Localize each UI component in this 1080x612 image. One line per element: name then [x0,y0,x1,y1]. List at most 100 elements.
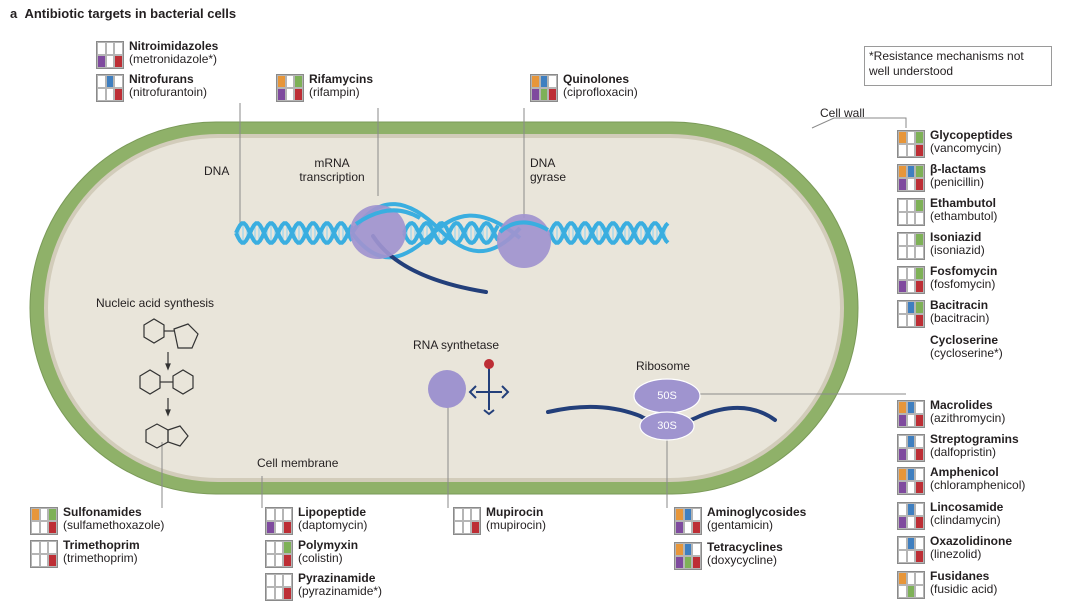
resistance-cell [915,178,924,191]
resistance-cell [906,550,916,563]
panel-title: a Antibiotic targets in bacterial cells [10,6,236,21]
resistance-grid [897,467,925,495]
resistance-grid [897,266,925,294]
resistance-cell [906,267,916,280]
resistance-cell [915,572,924,585]
resistance-cell [266,574,275,587]
resistance-cell [906,199,916,212]
resistance-cell [539,75,549,88]
drug-example: (vancomycin) [930,141,1002,155]
resistance-cell [915,199,924,212]
nucleic-acid-structures [139,318,199,449]
drug-name: β-lactams [930,162,987,176]
resistance-cell [898,178,907,191]
dna-gyrase-label: DNA gyrase [530,156,566,184]
drug-name: Pyrazinamide [298,571,376,585]
resistance-grid [530,74,558,102]
drug-entry: Mupirocin(mupirocin) [453,506,546,535]
drug-name: Cycloserine [930,333,999,347]
drug-name: Quinolones [563,72,629,86]
resistance-cell [906,246,916,259]
resistance-cell [915,516,924,529]
resistance-cell [277,88,286,101]
drug-entry: Lincosamide(clindamycin) [897,501,1003,530]
resistance-cell [915,401,924,414]
resistance-cell [898,435,907,448]
drug-name: Sulfonamides [63,505,142,519]
resistance-cell [915,165,924,178]
resistance-cell [898,516,907,529]
resistance-cell [915,468,924,481]
drug-entry: Rifamycins(rifampin) [276,73,373,102]
resistance-cell [683,508,693,521]
resistance-grid [265,507,293,535]
drug-example: (cycloserine*) [930,346,1003,360]
resistance-cell [898,144,907,157]
resistance-cell [294,75,303,88]
gyrase-label-line2: gyrase [530,170,567,184]
resistance-cell [915,585,924,598]
drug-example: (trimethoprim) [63,551,138,565]
panel-letter: a [10,6,18,21]
resistance-cell [48,508,57,521]
resistance-cell [898,280,907,293]
resistance-cell [283,587,292,600]
drug-name: Rifamycins [309,72,374,86]
resistance-cell [915,301,924,314]
resistance-cell [906,585,916,598]
drug-name: Amphenicol [930,465,999,479]
resistance-cell [898,448,907,461]
resistance-cell [906,165,916,178]
resistance-cell [898,199,907,212]
drug-example: (pyrazinamide*) [298,584,383,598]
resistance-cell [266,541,275,554]
resistance-cell [266,554,275,567]
drug-example: (gentamicin) [707,518,774,532]
resistance-cell [692,556,701,569]
drug-example: (isoniazid) [930,243,985,257]
drug-name: Polymyxin [298,538,359,552]
ribosome-label: Ribosome [636,359,691,373]
resistance-cell [898,212,907,225]
drug-name: Oxazolidinone [930,534,1013,548]
drug-name: Mupirocin [486,505,544,519]
resistance-cell [692,521,701,534]
resistance-cell [675,543,684,556]
mrna-transcription-label: mRNA transcription [286,156,378,184]
drug-entry: Quinolones(ciprofloxacin) [530,73,638,102]
drug-entry: Fusidanes(fusidic acid) [897,570,997,599]
resistance-cell [915,233,924,246]
resistance-cell [294,88,303,101]
drug-entry: Bacitracin(bacitracin) [897,299,989,328]
resistance-cell [906,212,916,225]
resistance-grid [276,74,304,102]
resistance-cell [915,550,924,563]
resistance-cell [283,574,292,587]
resistance-cell [675,521,684,534]
resistance-grid [30,540,58,568]
resistance-grid [897,300,925,328]
ribosome-30s-label: 30S [657,420,677,432]
dna-strand [234,221,354,245]
resistance-cell [915,481,924,494]
resistance-cell [114,42,123,55]
drug-example: (azithromycin) [930,411,1006,425]
resistance-cell [915,435,924,448]
resistance-cell [471,508,480,521]
dna-label: DNA [204,164,230,178]
resistance-cell [274,574,284,587]
resistance-cell [898,401,907,414]
drug-example: (fosfomycin) [930,277,996,291]
drug-entry: Ethambutol(ethambutol) [897,197,997,226]
resistance-cell [898,314,907,327]
resistance-grid [674,507,702,535]
resistance-cell [915,448,924,461]
dna-gyrase-enzyme [497,214,551,268]
resistance-cell [531,88,540,101]
hexagon-ring [139,369,161,395]
resistance-cell [683,556,693,569]
hexagon-ring [143,318,165,344]
drug-name: Isoniazid [930,230,982,244]
drug-example: (fusidic acid) [930,582,998,596]
drug-entry: Pyrazinamide(pyrazinamide*) [265,572,382,601]
